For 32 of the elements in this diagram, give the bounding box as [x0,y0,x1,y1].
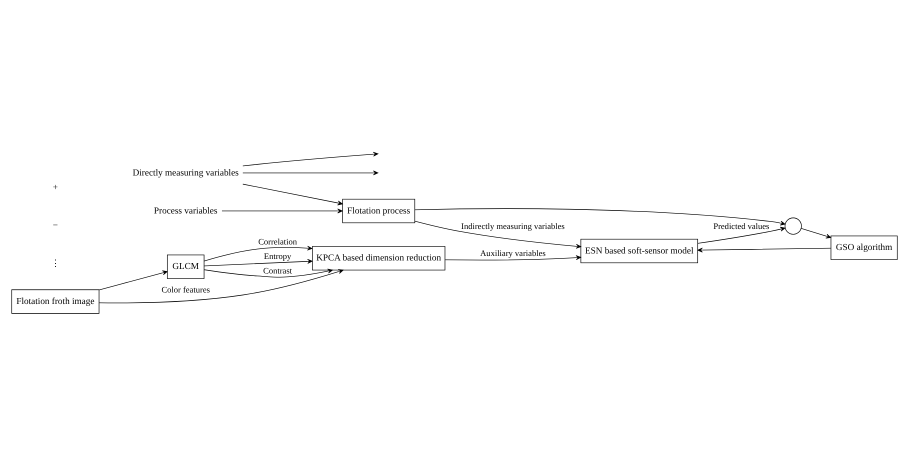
arrow [414,208,785,226]
arrow [204,268,332,278]
node-box: ESN based soft-sensor model [580,238,698,264]
edge-label: Predicted values [712,220,769,231]
arrow [98,269,344,304]
arrow [697,226,785,244]
node-box: GLCM [166,254,204,279]
node-text: Directly measuring variables [132,167,238,178]
arrow [444,255,581,260]
node-text: Process variables [153,205,217,216]
arrow [242,184,342,206]
node-box: Flotation froth image [10,289,99,314]
edge-label: Indirectly measuring variables [460,220,564,231]
arrow [203,246,312,262]
edge-label: Entropy [263,251,291,262]
label: ⋮ [50,258,60,268]
label: − [52,220,58,230]
label: + [52,182,58,192]
edge-label: Contrast [262,266,292,276]
node-box: KPCA based dimension reduction [312,246,445,270]
node-circle [784,218,802,235]
arrow [98,270,168,290]
arrow [414,220,581,249]
node-box: Flotation process [342,198,415,224]
arrow [800,228,831,238]
arrow [221,208,342,214]
arrow [203,258,312,266]
edge-label: Auxiliary variables [480,248,546,258]
edge-label: Correlation [258,236,296,247]
edge-label: Color features [160,284,210,295]
arrow [696,248,831,252]
node-box: GSO algorithm [830,236,898,260]
